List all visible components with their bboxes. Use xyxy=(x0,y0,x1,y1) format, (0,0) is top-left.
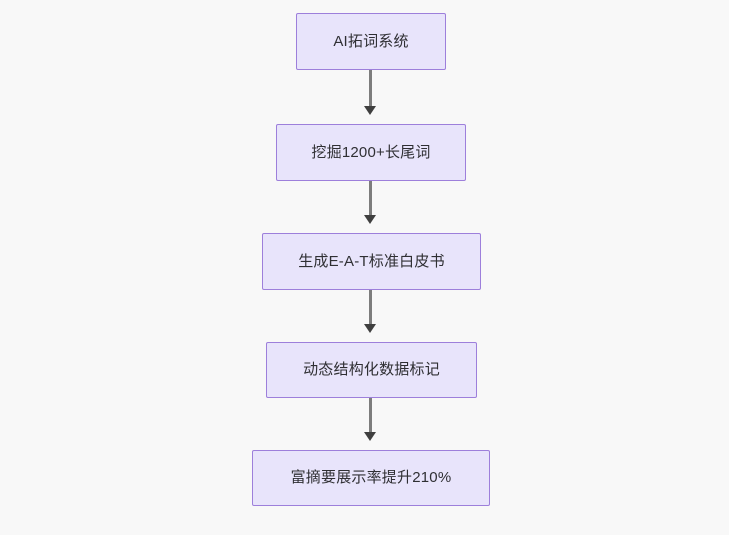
edge-n3-n4-arrowhead xyxy=(364,324,376,333)
flow-node-label: 挖掘1200+长尾词 xyxy=(311,143,431,161)
flow-node-eat-whitepaper[interactable]: 生成E-A-T标准白皮书 xyxy=(262,233,481,290)
edge-n2-n3-arrowhead xyxy=(364,215,376,224)
flow-node-label: 生成E-A-T标准白皮书 xyxy=(298,252,445,270)
flow-node-structured-data-markup[interactable]: 动态结构化数据标记 xyxy=(266,342,477,398)
edge-n3-n4 xyxy=(369,290,372,325)
edge-n4-n5 xyxy=(369,398,372,433)
edge-n2-n3 xyxy=(369,181,372,216)
flow-node-label: 富摘要展示率提升210% xyxy=(290,469,452,486)
edge-n4-n5-arrowhead xyxy=(364,432,376,441)
edge-n1-n2 xyxy=(369,70,372,107)
edge-n1-n2-arrowhead xyxy=(364,106,376,115)
flow-node-ai-keyword-system[interactable]: AI拓词系统 xyxy=(296,13,446,70)
flow-node-label: AI拓词系统 xyxy=(333,32,409,50)
flow-node-label: 动态结构化数据标记 xyxy=(303,361,440,378)
flow-node-longtail-keywords[interactable]: 挖掘1200+长尾词 xyxy=(276,124,466,181)
flow-node-rich-snippet-lift[interactable]: 富摘要展示率提升210% xyxy=(252,450,490,506)
